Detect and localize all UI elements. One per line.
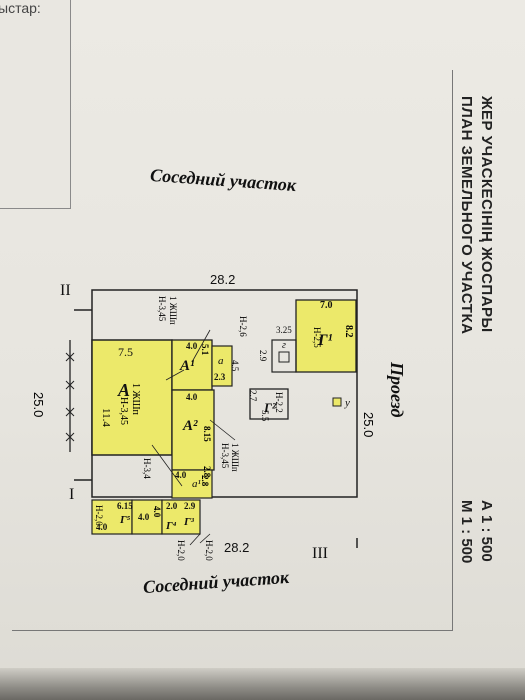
g5-dim-2: 4.0: [96, 522, 108, 532]
dim-bottom: 28.2: [224, 540, 250, 555]
a1-dim-2: 5.1: [200, 344, 210, 356]
side-panel: ыстар:: [0, 0, 71, 209]
corner-3-label: III: [312, 545, 328, 562]
g1-dim-2: 8.2: [343, 325, 354, 338]
a1-small-dim-1: 4.0: [175, 470, 187, 480]
a1-floors: 1 ЖШп: [168, 296, 178, 325]
a-height: Н-3,45: [118, 397, 129, 426]
toilet-structure: [332, 397, 342, 407]
driveway-label: Проезд: [387, 362, 407, 418]
plan-frame: [12, 70, 453, 631]
g3-label: Г³: [184, 516, 194, 528]
building-a2: [171, 389, 215, 471]
g2-label: Г²: [264, 400, 276, 415]
a-dim-2: 11.4: [100, 408, 112, 427]
toilet-label: у: [345, 397, 350, 409]
building-a-small: [211, 345, 233, 387]
side-panel-text: ыстар:: [0, 0, 41, 16]
g4-height: Н-2,0: [176, 540, 186, 561]
dim-left: 25.0: [31, 392, 46, 418]
a-small-label: а: [218, 355, 224, 367]
corner-1-label: I: [69, 486, 75, 503]
g-small-dim-2: 2.9: [258, 350, 268, 362]
g3-height: Н-2,0: [204, 540, 214, 561]
g-small-label: г: [282, 340, 286, 351]
g3-dim-2: 2.9: [184, 501, 196, 511]
dim-top: 28.2: [210, 272, 236, 287]
building-g2: [249, 388, 289, 420]
a1-dim-1: 4.0: [186, 341, 198, 351]
a-floors: 1 ЖШп: [130, 383, 141, 415]
building-a1-small: [171, 469, 213, 499]
g3-dim-1: 2.0: [166, 501, 178, 511]
g2-dim-1: 2.7: [248, 390, 258, 402]
photo-bottom-shadow: [0, 668, 525, 700]
a2-dim-2: 8.15: [202, 426, 212, 442]
building-a: [91, 339, 173, 456]
g4-dim-2: 4.0: [138, 512, 150, 522]
g4-label: Г⁴: [166, 520, 177, 532]
fence-marks: [65, 352, 75, 442]
a-label: А: [118, 380, 131, 400]
g5-dim-1: 6.15: [117, 501, 133, 511]
a-small-height: Н-2,6: [238, 316, 248, 337]
a1-small-label: а¹: [192, 478, 201, 490]
a-small-dim-1: 4.5: [230, 360, 240, 372]
corner-2-label: II: [60, 282, 71, 299]
g1-height: Н-2,5: [312, 327, 322, 348]
g-small-dim-1: 3.25: [276, 325, 292, 335]
g1-label: Г¹: [318, 332, 333, 349]
a2-label: А²: [183, 418, 198, 434]
a2-floors: 1 ЖШп: [230, 443, 240, 472]
building-g-small: [271, 339, 297, 373]
a2-height: Н-3,45: [220, 443, 230, 469]
building-g4: [131, 499, 163, 535]
g1-dim-1: 7.0: [320, 300, 333, 311]
dim-right: 25.0: [361, 412, 376, 438]
a-dim-1: 7.5: [118, 345, 133, 359]
a-small-dim-2: 2.3: [214, 372, 226, 382]
a1-small-dim-2: 2.8: [200, 475, 210, 487]
g4-dim-1: 4.0: [152, 506, 162, 518]
g5-label: Г⁵: [120, 514, 131, 526]
a1-label: А¹: [180, 358, 195, 374]
building-g1: [295, 299, 357, 373]
g2-dim-2: 5.5: [260, 410, 270, 422]
a2-dim-1: 4.0: [186, 392, 198, 402]
a1-small-height: Н-3,4: [142, 458, 152, 479]
building-g3: [161, 499, 201, 535]
g2-height: Н-2,2: [274, 392, 284, 413]
a1-height: Н-3,45: [157, 296, 167, 322]
